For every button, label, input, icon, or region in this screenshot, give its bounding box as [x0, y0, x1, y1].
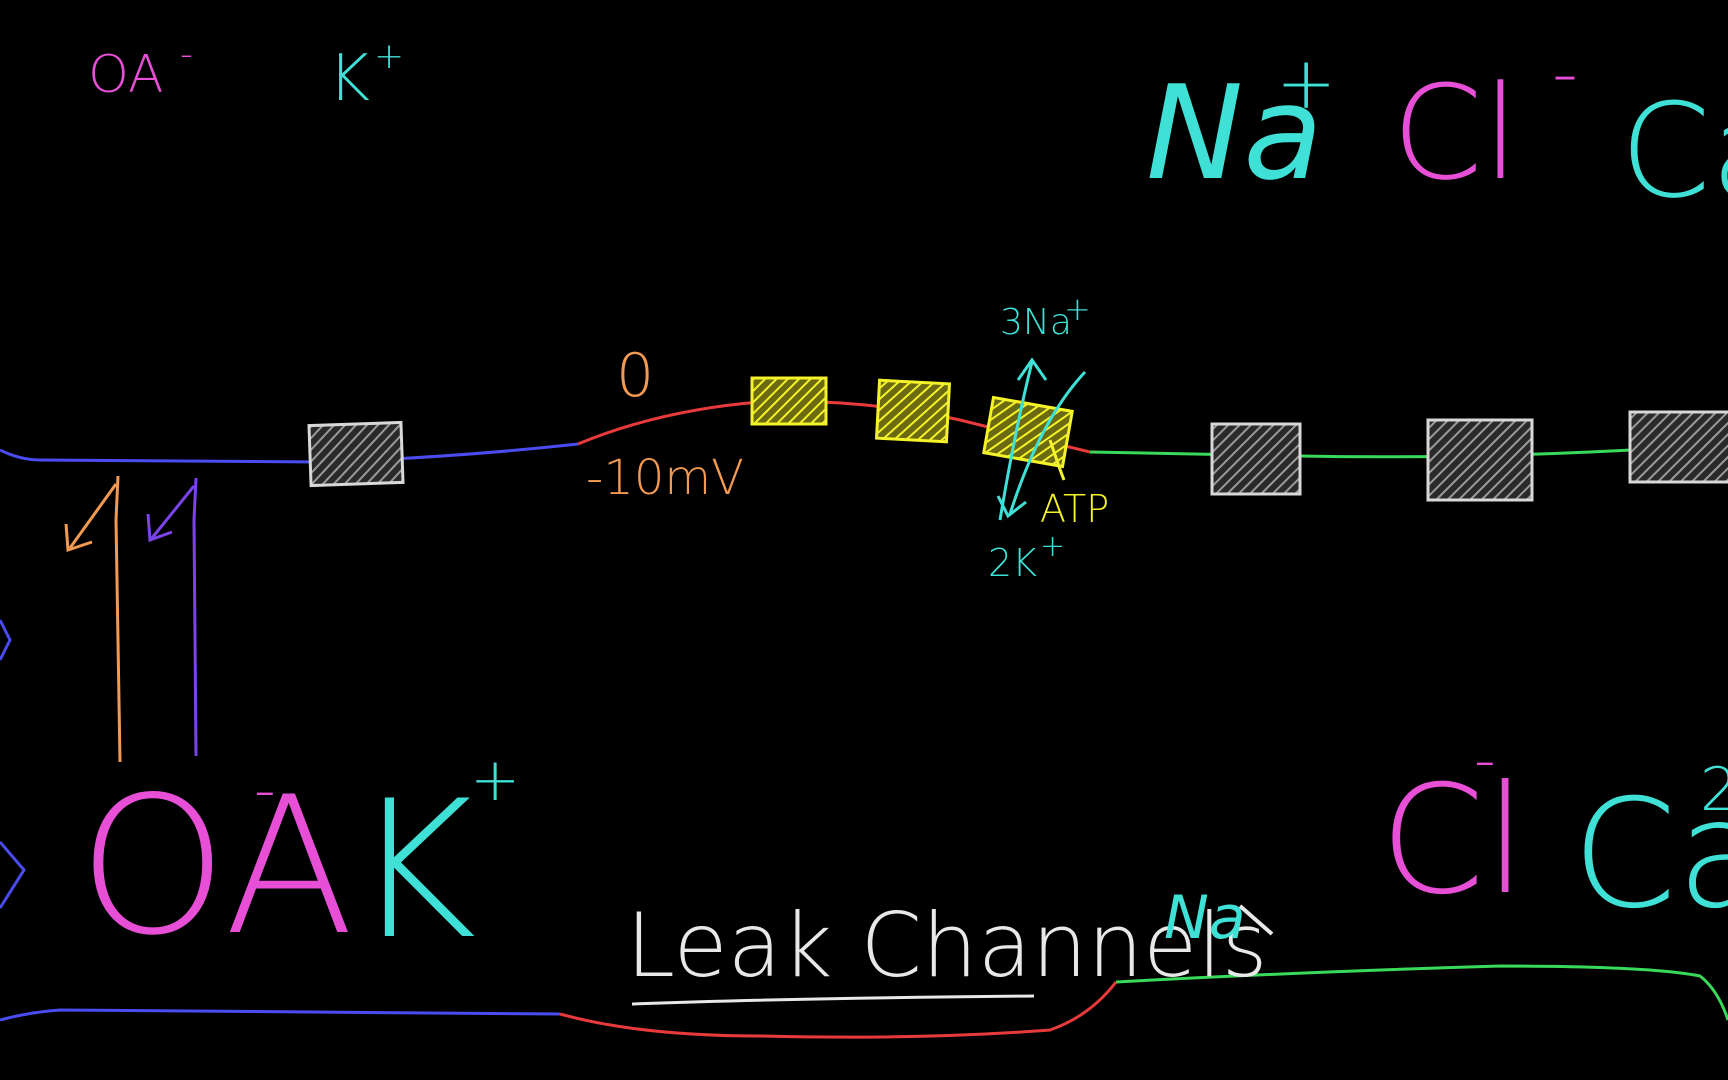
pump-in-charge: + [1040, 529, 1065, 564]
pump-in-label: 2K [988, 541, 1037, 585]
channel-hatched-rectangle-icon [1210, 422, 1302, 496]
left-edge-chevron-icon [0, 841, 26, 909]
top-right-na-label: Na [1146, 57, 1323, 209]
pump-arrow-out-icon [998, 357, 1048, 521]
zero-mark-label: 0 [616, 341, 654, 411]
bottom-cl-charge: - [1474, 725, 1496, 795]
top-right-na-charge: + [1276, 41, 1336, 125]
leak-channels-title: Leak Channels [626, 894, 1268, 997]
bottom-ca-charge: 2 [1700, 755, 1728, 825]
bottom-na-label: Na [1164, 883, 1246, 953]
top-right-cl-label: Cl [1392, 57, 1519, 209]
pump-out-charge: + [1064, 290, 1091, 328]
pen-cursor-icon [1238, 904, 1274, 936]
bottom-membrane-red-segment [559, 981, 1118, 1039]
pump-arrow-in-icon [996, 370, 1087, 519]
top-right-ca-label: Ca [1620, 75, 1728, 227]
atp-hook-icon [1048, 439, 1066, 481]
bottom-cl-label: Cl [1380, 754, 1526, 928]
top-left-cation-charge: + [374, 36, 404, 77]
leak-title-underline [631, 994, 1035, 1006]
pump-out-label: 3Na [1000, 302, 1072, 343]
pump-hatched-yellow-rectangle-icon [750, 376, 828, 426]
left-edge-chevron-icon [0, 619, 12, 661]
purple-arrow-icon [146, 477, 198, 757]
pump-hatched-yellow-rectangle-icon [874, 378, 952, 444]
bottom-membrane-blue-segment [0, 1008, 561, 1022]
bottom-membrane [0, 964, 1728, 1039]
top-membrane-blue-segment [0, 442, 579, 464]
top-left-cation-label: K [328, 42, 370, 116]
channel-hatched-rectangle-icon [307, 420, 405, 488]
pump-energy-label: ATP [1040, 487, 1109, 531]
bottom-cation-label: K [352, 760, 477, 981]
top-right-cl-charge: - [1552, 31, 1578, 115]
channel-hatched-rectangle-icon [1628, 410, 1728, 484]
bottom-cation-charge: + [470, 745, 520, 815]
bottom-anion-label: OA [78, 756, 354, 977]
pump-hatched-yellow-rectangle-icon [982, 395, 1074, 469]
bottom-membrane-green-segment [1115, 964, 1728, 1021]
top-left-anion-label: OA [88, 45, 164, 105]
bottom-ca-label: Ca [1572, 768, 1728, 942]
bottom-anion-charge: - [254, 755, 276, 825]
voltage-label: -10mV [586, 450, 744, 506]
top-left-anion-charge: - [180, 34, 193, 75]
channel-hatched-rectangle-icon [1426, 418, 1534, 502]
orange-arrow-icon [64, 475, 122, 763]
